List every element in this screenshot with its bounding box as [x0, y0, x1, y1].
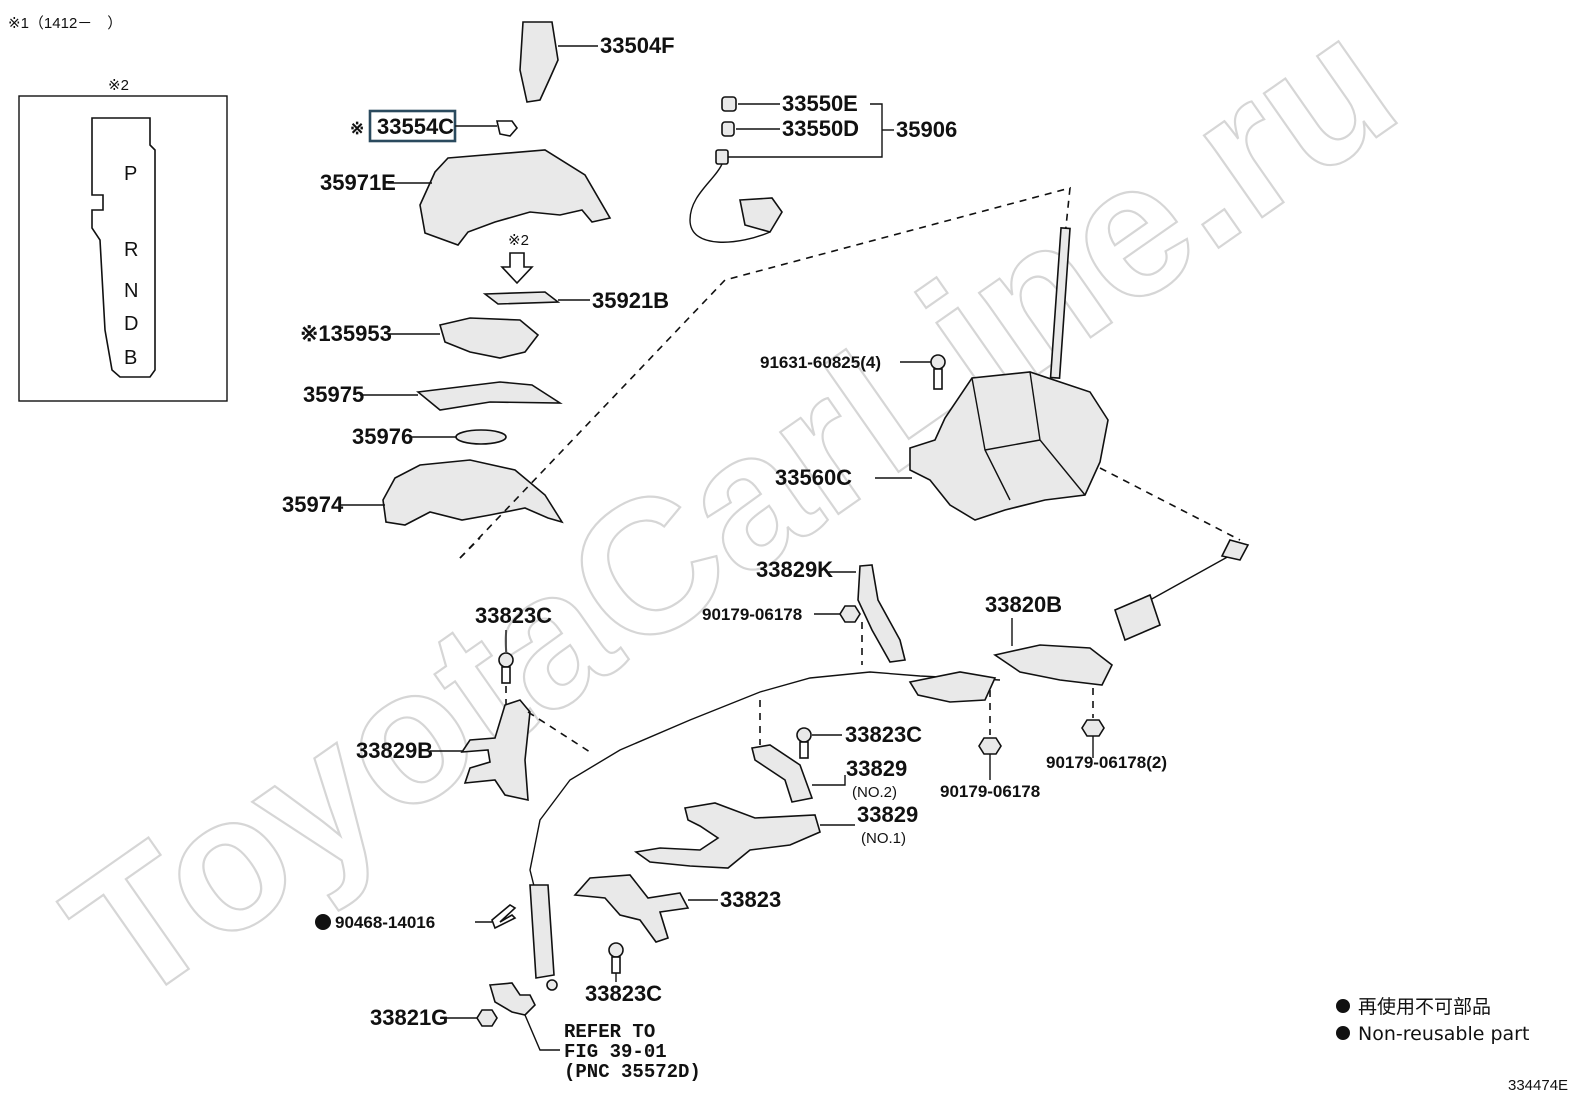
label-33829b: 33829B: [356, 738, 433, 763]
label-33820b: 33820B: [985, 592, 1062, 617]
arrow-mark: ※2: [508, 232, 529, 249]
inset-frame: [18, 95, 228, 402]
gate-letter-r: R: [124, 239, 138, 261]
bracket-k-part: 33829K 90179-06178: [702, 557, 906, 665]
bezel-part: 35971E: [320, 149, 612, 246]
bracket-no2-part: 33829 (NO.2): [751, 700, 907, 803]
label-90468-14016: 90468-14016: [335, 913, 435, 932]
label-35976: 35976: [352, 424, 413, 449]
seal-part: 35976: [352, 424, 507, 449]
dashed-boundary: [459, 186, 1071, 559]
label-33550d: 33550D: [782, 116, 859, 141]
cover-part: 35975: [303, 381, 563, 411]
nut-c-part: 90179-06178(2): [1046, 688, 1167, 772]
label-35953: ※135953: [300, 321, 392, 346]
non-reusable-marker: [315, 914, 331, 930]
label-33829-no1: 33829: [857, 802, 918, 827]
figure-id: 334474E: [1508, 1077, 1568, 1094]
shift-lever-part: 33560C: [775, 227, 1109, 521]
gate-letter-n: N: [124, 280, 138, 302]
label-33554c: 33554C: [377, 114, 454, 139]
nut-b-part: 90179-06178: [940, 690, 1040, 801]
label-33829k: 33829K: [756, 557, 833, 582]
cable-clamp-plate: [908, 671, 997, 703]
label-33550e: 33550E: [782, 91, 858, 116]
label-33829-no1-sub: (NO.1): [861, 830, 906, 847]
refer-line-1: REFER TO: [564, 1021, 655, 1043]
inset-mark: ※2: [108, 77, 129, 94]
bolt-c2-part: 33823C: [796, 722, 922, 759]
refer-line-2: FIG 39-01: [564, 1041, 667, 1063]
label-33823c-1: 33823C: [475, 603, 552, 628]
label-33829-no2-sub: (NO.2): [852, 784, 897, 801]
plate-part: 35921B: [482, 288, 669, 313]
clip-part: 90468-14016: [315, 904, 517, 932]
gate-letter-b: B: [124, 347, 137, 369]
bracket-main-part: 33823: [573, 874, 781, 943]
refer-line-3: (PNC 35572D): [564, 1061, 701, 1083]
label-33560c: 33560C: [775, 465, 852, 490]
label-35971e: 35971E: [320, 170, 396, 195]
label-33821g: 33821G: [370, 1005, 448, 1030]
bolt-c3-part: 33823C: [585, 942, 662, 1006]
label-90179-06178-b: 90179-06178: [940, 782, 1040, 801]
highlighted-callout: ※ 33554C: [350, 109, 519, 143]
bolt-part: 91631-60825(4): [760, 353, 946, 390]
label-33504f: 33504F: [600, 33, 675, 58]
legend-en: Non-reusable part: [1358, 1023, 1529, 1045]
label-33823: 33823: [720, 887, 781, 912]
label-33823c-2: 33823C: [845, 722, 922, 747]
gate-letter-p: P: [124, 163, 137, 185]
clamp-part: 33821G: [370, 982, 560, 1051]
indicator-part: ※135953: [300, 317, 540, 359]
gate-plate: [91, 117, 156, 378]
label-35974: 35974: [282, 492, 344, 517]
cable-part: 33820B: [529, 539, 1250, 991]
refer-note: REFER TO FIG 39-01 (PNC 35572D): [564, 1021, 701, 1083]
label-33823c-3: 33823C: [585, 981, 662, 1006]
label-90179-06178-2: 90179-06178(2): [1046, 753, 1167, 772]
legend-dot-jp: [1336, 999, 1350, 1013]
housing-part: 35974: [282, 459, 564, 526]
label-90179-06178-a: 90179-06178: [702, 605, 802, 624]
label-35906: 35906: [896, 117, 957, 142]
label-33829-no2: 33829: [846, 756, 907, 781]
bracket-no1-part: 33829 (NO.1): [633, 802, 918, 869]
legend-dot-en: [1336, 1026, 1350, 1040]
shift-knob-part: 33504F: [519, 21, 675, 103]
gate-inset: ※2 P R N D B: [18, 77, 228, 402]
legend: 再使用不可部品 Non-reusable part: [1336, 996, 1529, 1045]
header-note: ※1（1412－ ）: [8, 15, 122, 32]
legend-jp: 再使用不可部品: [1358, 996, 1491, 1018]
gate-letter-d: D: [124, 313, 138, 335]
pin-assembly: 33550E 33550D 35906: [689, 91, 957, 243]
highlight-prefix: ※: [350, 119, 364, 138]
bracket-b-part: 33829B: [356, 699, 591, 802]
label-91631-60825: 91631-60825(4): [760, 353, 881, 372]
label-35921b: 35921B: [592, 288, 669, 313]
inset-reference-arrow: ※2: [500, 232, 534, 285]
label-35975: 35975: [303, 382, 364, 407]
